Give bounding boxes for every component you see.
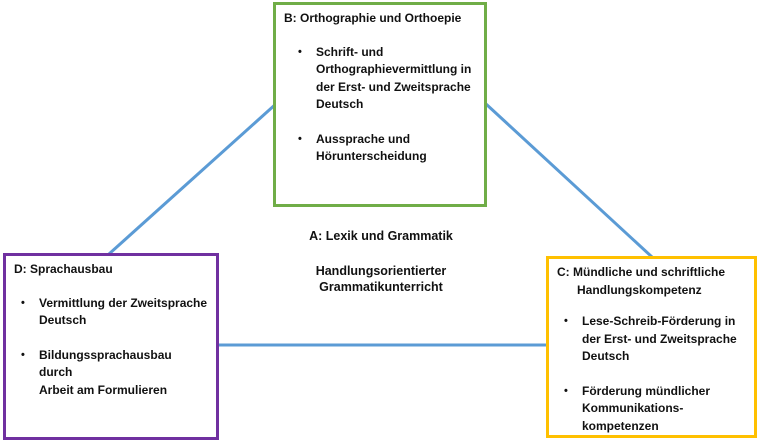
bullet-icon: • bbox=[21, 348, 25, 361]
box-b-title: B: Orthographie und Orthoepie bbox=[284, 11, 462, 25]
box-b-bullet-1: Schrift- und Orthographievermittlung in … bbox=[316, 44, 472, 112]
box-d-bullet-1: Vermittlung der Zweitsprache Deutsch bbox=[39, 295, 208, 328]
list-item: • Aussprache und Hörunterscheidung bbox=[284, 131, 476, 166]
list-item: • Lese-Schreib-Förderung in der Erst- un… bbox=[557, 313, 746, 366]
box-d-sprachausbau: D: Sprachausbau • Vermittlung der Zweits… bbox=[3, 253, 219, 440]
box-b-bullet-2: Aussprache und Hörunterscheidung bbox=[316, 131, 427, 164]
list-item: • Vermittlung der Zweitsprache Deutsch bbox=[14, 295, 208, 330]
box-c-bullet-2: Förderung mündlicher Kommunikations- kom… bbox=[582, 383, 711, 433]
box-d-bullet-2: Bildungssprachausbau durch Arbeit am For… bbox=[39, 347, 172, 397]
center-label-a: A: Lexik und Grammatik Handlungsorientie… bbox=[251, 228, 511, 295]
box-c-bullet-1: Lese-Schreib-Förderung in der Erst- und … bbox=[582, 314, 737, 363]
list-item: • Bildungssprachausbau durch Arbeit am F… bbox=[14, 347, 208, 400]
connector-line-b-to-d bbox=[107, 101, 279, 256]
list-item: • Schrift- und Orthographievermittlung i… bbox=[284, 44, 476, 114]
connector-line-b-to-c bbox=[484, 102, 654, 259]
center-label-a-title: A: Lexik und Grammatik bbox=[309, 229, 453, 243]
box-c-muendliche-schriftliche-handlungskompetenz: C: Mündliche und schriftliche Handlungsk… bbox=[546, 256, 757, 438]
bullet-icon: • bbox=[298, 45, 302, 58]
box-c-title: C: Mündliche und schriftliche Handlungsk… bbox=[557, 265, 726, 297]
bullet-icon: • bbox=[564, 315, 568, 327]
center-label-a-subtitle: Handlungsorientierter Grammatikunterrich… bbox=[315, 264, 447, 294]
bullet-icon: • bbox=[21, 296, 25, 309]
bullet-icon: • bbox=[298, 132, 302, 145]
box-b-orthographie-und-orthoepie: B: Orthographie und Orthoepie • Schrift-… bbox=[273, 2, 487, 207]
list-item: • Förderung mündlicher Kommunikations- k… bbox=[557, 383, 746, 436]
box-d-title: D: Sprachausbau bbox=[14, 262, 113, 276]
bullet-icon: • bbox=[564, 384, 568, 397]
